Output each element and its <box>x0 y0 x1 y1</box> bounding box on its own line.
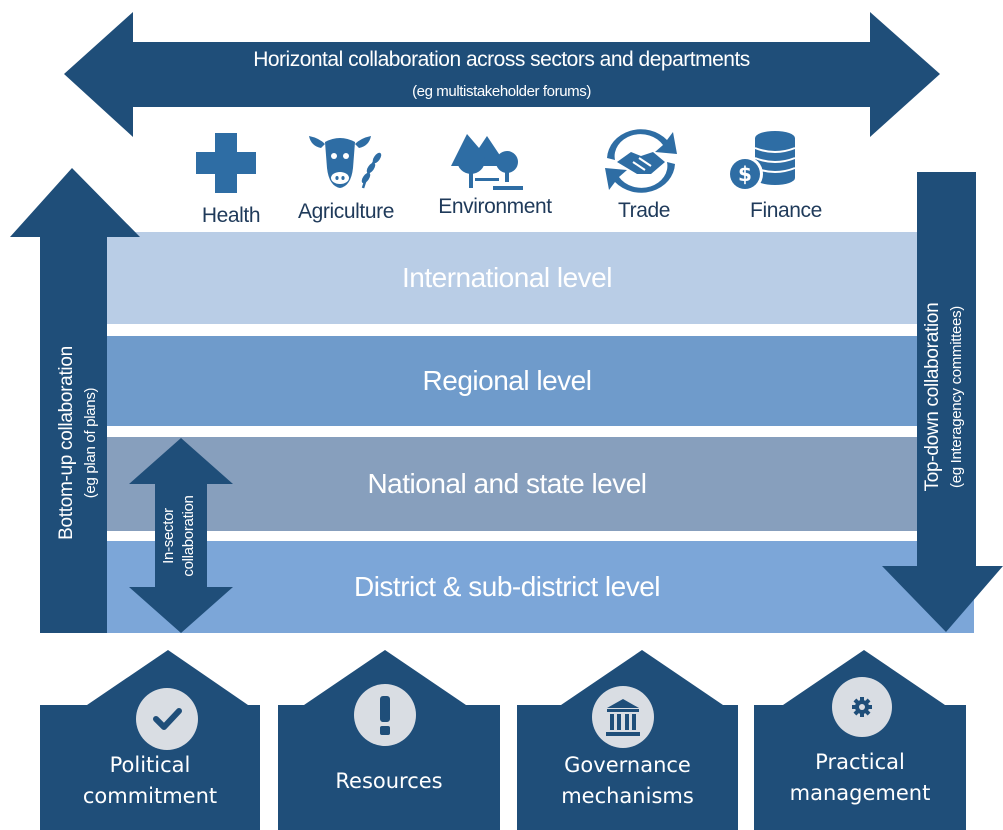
band-label-national: National and state level <box>367 468 647 499</box>
checkmark-icon <box>136 688 198 750</box>
sector-label-agriculture: Agriculture <box>298 200 394 223</box>
pillar-label-resources: Resources <box>278 766 500 797</box>
institution-building-icon <box>592 686 654 748</box>
pillar-label-governance: Governance mechanisms <box>517 750 738 812</box>
sector-label-finance: Finance <box>750 199 822 222</box>
in-sector-double-arrow <box>129 438 233 633</box>
coins-dollar-icon: $ <box>727 131 796 192</box>
cow-wheat-icon <box>309 136 382 189</box>
bottom-up-arrow <box>10 168 140 633</box>
pillar-label-resources-line1: Resources <box>335 769 443 793</box>
sector-label-health: Health <box>201 204 261 227</box>
horizontal-title: Horizontal collaboration across sectors … <box>253 48 750 71</box>
band-label-regional: Regional level <box>422 365 592 396</box>
horizontal-double-arrow <box>64 12 940 137</box>
exclamation-icon <box>354 684 416 746</box>
gear-icon <box>832 677 892 737</box>
sector-label-trade: Trade <box>617 199 671 222</box>
band-international: International level <box>40 232 974 324</box>
band-regional: Regional level <box>40 336 974 426</box>
pillar-label-governance-line2: mechanisms <box>561 784 694 808</box>
band-label-international: International level <box>402 262 612 293</box>
health-cross-icon <box>196 133 256 193</box>
handshake-icon <box>605 129 677 193</box>
pillar-label-political: Political commitment <box>40 750 260 812</box>
tree-mountain-icon <box>451 134 523 190</box>
svg-text:$: $ <box>738 162 752 186</box>
band-label-district: District & sub-district level <box>353 571 661 602</box>
sector-label-environment: Environment <box>438 195 552 218</box>
pillar-label-practical-line2: management <box>789 781 931 805</box>
pillar-label-practical-line1: Practical <box>815 750 905 774</box>
pillar-label-governance-line1: Governance <box>564 753 691 777</box>
pillar-label-practical: Practical management <box>754 747 966 809</box>
horizontal-subtitle: (eg multistakeholder forums) <box>412 83 591 100</box>
pillar-label-political-line2: commitment <box>82 784 218 808</box>
pillar-practical-shape <box>754 650 966 830</box>
pillar-label-political-line1: Political <box>109 753 191 777</box>
top-down-arrow <box>882 172 1003 632</box>
